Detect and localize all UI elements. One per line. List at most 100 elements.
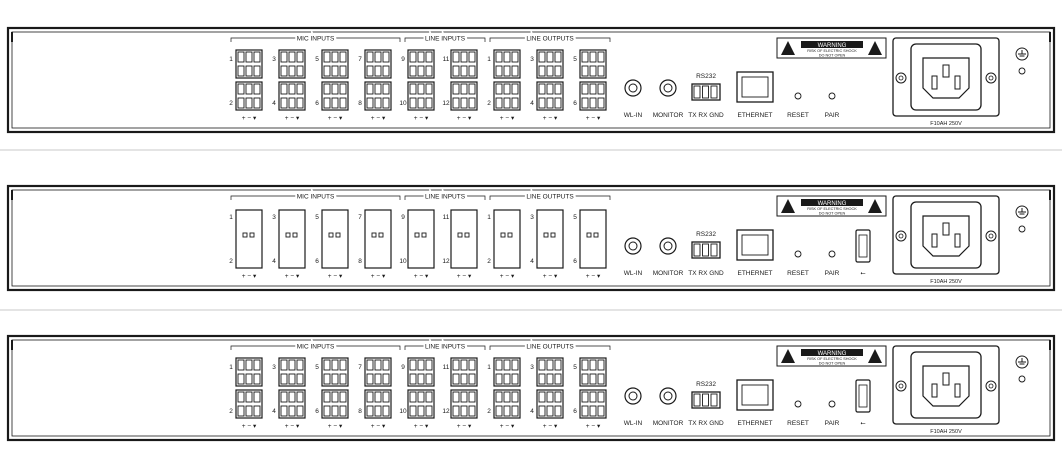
iec-socket-icon [922, 57, 970, 99]
terminal-slot [366, 405, 374, 417]
terminal-slot [366, 83, 374, 95]
terminal-slot [366, 359, 374, 371]
terminal-slot [374, 373, 382, 385]
terminal-slot [374, 359, 382, 371]
terminal-slot [538, 65, 546, 77]
iec-pin-earth [942, 372, 950, 386]
terminal-slot [425, 373, 433, 385]
rs232-pin [702, 393, 709, 407]
power-inlet-plate [892, 37, 1000, 117]
polarity-label: + − ▾ [414, 423, 429, 430]
iec-pin-live [931, 233, 938, 248]
terminal-block-outline [579, 49, 607, 79]
line-inputs-title: LINE INPUTS [425, 36, 466, 43]
reset-button-icon [794, 250, 802, 258]
terminal-block-outline [450, 357, 478, 387]
rs232-terminal [691, 83, 721, 101]
polarity-label: + − ▾ [371, 423, 386, 430]
mic-inputs-bracket [230, 345, 401, 350]
usb-socket [858, 234, 868, 258]
channel-number: 7 [358, 364, 362, 371]
wl-in-jack-icon [624, 237, 642, 255]
terminal-slot [546, 373, 554, 385]
terminal-slot [581, 405, 589, 417]
terminal-slot [460, 391, 468, 403]
terminal-slot [503, 65, 511, 77]
terminal-slot [460, 405, 468, 417]
terminal-slot [280, 97, 288, 109]
terminal-slot [366, 51, 374, 63]
terminal-slot [495, 359, 503, 371]
terminal-slot [323, 65, 331, 77]
channel-number: 9 [401, 56, 405, 63]
terminal-slot [237, 51, 245, 63]
terminal-slot [280, 391, 288, 403]
terminal-slot [511, 97, 519, 109]
terminal-pin [328, 232, 334, 238]
terminal-slot [339, 405, 347, 417]
line-inputs-bracket [404, 345, 486, 350]
terminal-slot [417, 51, 425, 63]
terminal-slot [253, 83, 261, 95]
terminal-slot [366, 373, 374, 385]
channel-number: 11 [443, 56, 450, 63]
channel-number: 6 [573, 408, 577, 415]
ground-screw-icon [1018, 375, 1026, 383]
terminal-slot [296, 359, 304, 371]
terminal-slot [296, 373, 304, 385]
terminal-slot [288, 65, 296, 77]
rs232-terminal [691, 391, 721, 409]
terminal-slot [382, 51, 390, 63]
iec-inlet-outline [910, 351, 982, 419]
rs232-pin [693, 85, 701, 99]
terminal-block-outline [235, 209, 263, 269]
terminal-slot [296, 97, 304, 109]
channel-number: 6 [573, 100, 577, 107]
polarity-label: + − ▾ [242, 423, 257, 430]
channel-number: 5 [573, 214, 577, 221]
terminal-slot [409, 373, 417, 385]
chassis-inner-line [11, 31, 1051, 129]
line-outputs-title: LINE OUTPUTS [526, 36, 574, 43]
wl-in-label: WL-IN [624, 420, 643, 427]
terminal-slot [237, 65, 245, 77]
terminal-slot [253, 391, 261, 403]
pair-label: PAIR [825, 112, 840, 119]
terminal-block-outline [536, 209, 564, 269]
power-inlet-plate [892, 345, 1000, 425]
terminal-slot [503, 83, 511, 95]
channel-number: 5 [315, 364, 319, 371]
terminal-slot [511, 51, 519, 63]
terminal-slot [511, 373, 519, 385]
line-outputs-bracket [489, 195, 611, 200]
channel-number: 2 [229, 258, 233, 265]
terminal-slot [339, 83, 347, 95]
ethernet-label: ETHERNET [737, 420, 772, 427]
terminal-slot [245, 359, 253, 371]
mount-screw-core [898, 233, 904, 239]
terminal-slot [288, 97, 296, 109]
monitor-label: MONITOR [653, 112, 684, 119]
terminal-slot [538, 405, 546, 417]
warning-label-box [776, 37, 887, 59]
terminal-slot [452, 97, 460, 109]
channel-number: 3 [530, 56, 534, 63]
terminal-slot [589, 97, 597, 109]
iec-pin-earth [942, 222, 950, 236]
channel-number: 1 [229, 364, 233, 371]
channel-number: 2 [487, 258, 491, 265]
terminal-slot [253, 405, 261, 417]
polarity-label: + − ▾ [328, 273, 343, 280]
terminal-pin [550, 232, 556, 238]
warning-title-bar [801, 199, 863, 206]
channel-number: 2 [487, 100, 491, 107]
iec-pin-neutral [954, 383, 961, 398]
terminal-slot [538, 373, 546, 385]
terminal-block-outline [579, 357, 607, 387]
warning-label-box [776, 195, 887, 217]
channel-number: 5 [315, 214, 319, 221]
channel-number: 4 [530, 258, 534, 265]
channel-number: 11 [443, 364, 450, 371]
terminal-pin [335, 232, 341, 238]
